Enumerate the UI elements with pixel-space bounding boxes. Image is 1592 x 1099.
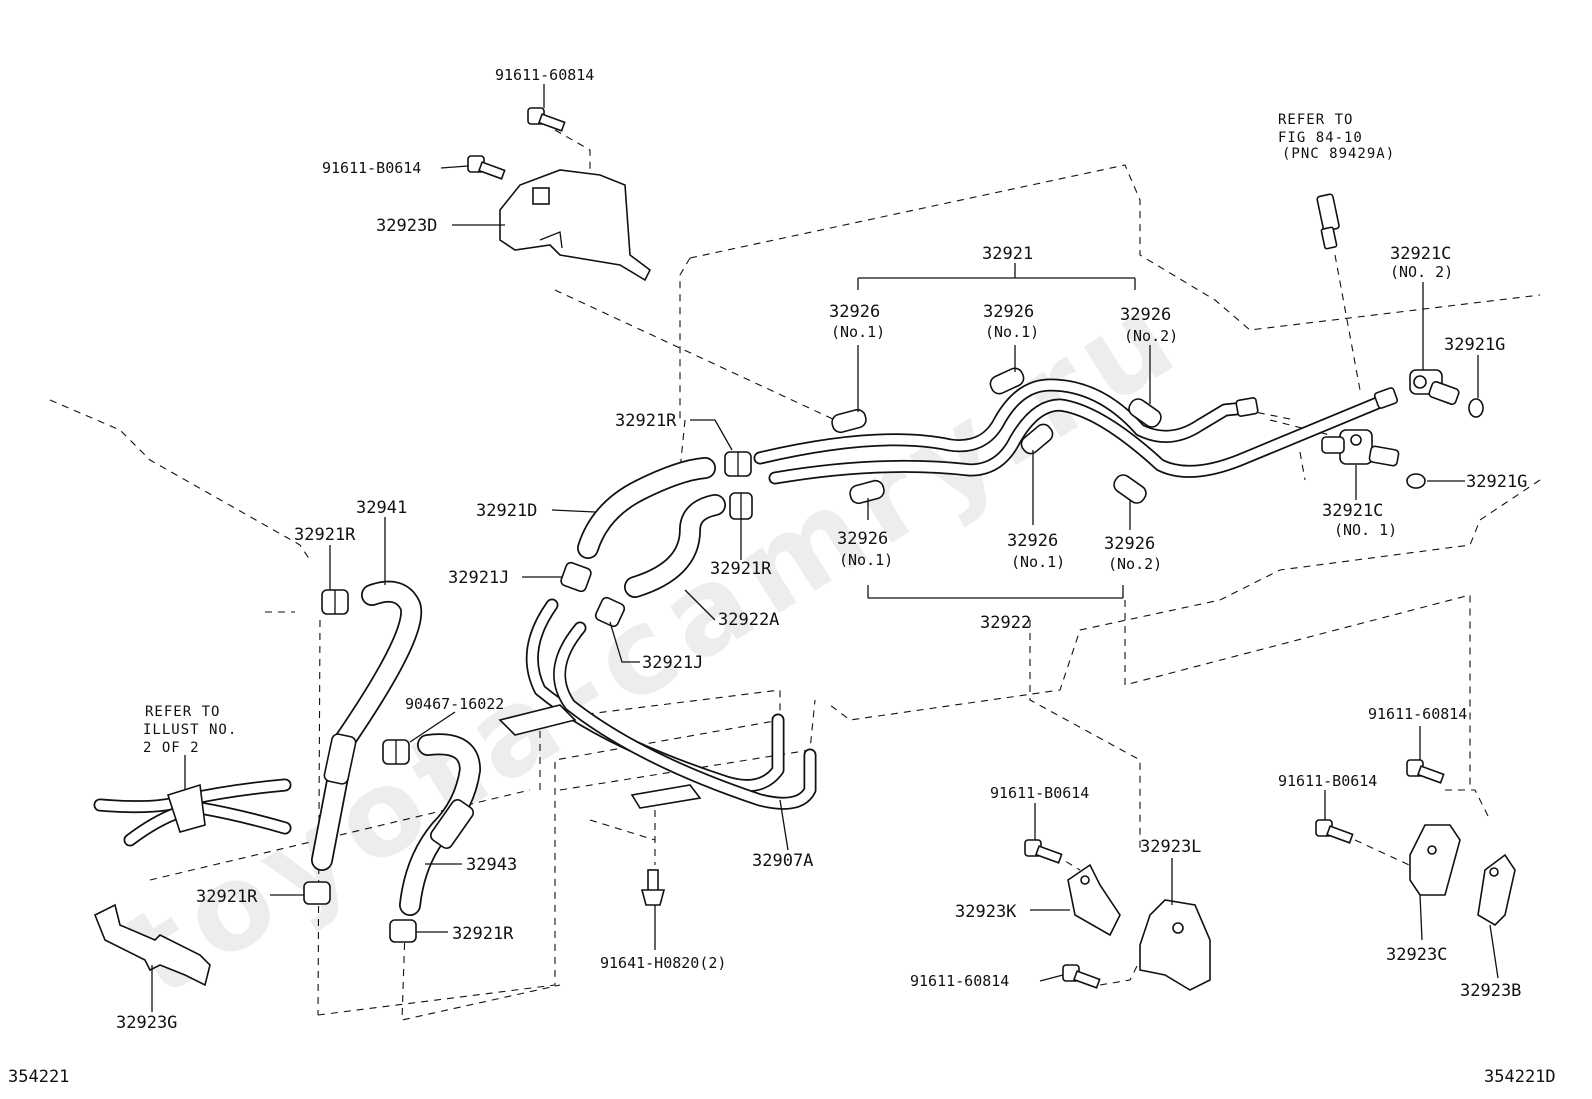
label-refer-illust-1: REFER TO bbox=[145, 704, 220, 720]
label-insulator-b2: 32926 bbox=[1007, 531, 1058, 551]
bracket-32923b bbox=[1477, 853, 1516, 927]
label-refer-illust-2: ILLUST NO. bbox=[143, 722, 237, 738]
label-clamp-r-bottom-mid: 32921R bbox=[452, 924, 514, 944]
bolt-91611-60814-mid bbox=[1062, 964, 1101, 989]
fuel-pipe-32921 bbox=[753, 378, 1252, 465]
label-refer-illust-3: 2 OF 2 bbox=[143, 740, 200, 756]
hose-32943 bbox=[399, 733, 481, 916]
label-refer-fig-2: FIG 84-10 bbox=[1278, 130, 1363, 146]
label-bracket-32923d: 32923D bbox=[376, 216, 437, 236]
union-32921c-no1 bbox=[1321, 429, 1400, 467]
hose-32921d bbox=[577, 457, 716, 559]
bracket-32923g bbox=[93, 903, 211, 987]
bolt-91611-60814-right bbox=[1406, 759, 1445, 784]
label-insulator-a1-note: (No.1) bbox=[831, 323, 885, 341]
label-hose-32941: 32941 bbox=[356, 498, 407, 518]
label-pipe-32921: 32921 bbox=[982, 244, 1033, 264]
label-pipe-32922: 32922 bbox=[980, 613, 1031, 633]
label-bolt-b0614-mid: 91611-B0614 bbox=[990, 784, 1089, 802]
gasket-32921g-right bbox=[1406, 473, 1426, 489]
bracket-32923l bbox=[1139, 899, 1211, 991]
reference-lines bbox=[149, 129, 1491, 1021]
label-insulator-a2-note: (No.1) bbox=[985, 323, 1039, 341]
hose-32941 bbox=[311, 580, 423, 871]
leader-lines bbox=[151, 84, 1499, 1012]
label-insulator-b2-note: (No.1) bbox=[1011, 553, 1065, 571]
label-insulator-b3: 32926 bbox=[1104, 534, 1155, 554]
label-gasket-g-top: 32921G bbox=[1444, 335, 1505, 355]
bracket-32923k bbox=[1067, 863, 1121, 937]
label-union-c2-note: (NO. 2) bbox=[1390, 263, 1453, 281]
clamp-32921j-mid bbox=[594, 596, 626, 628]
label-clamp-j-left: 32921J bbox=[448, 568, 509, 588]
bolt-91611-b0614-mid bbox=[1024, 839, 1063, 864]
label-bolt-60814-right: 91611-60814 bbox=[1368, 705, 1467, 723]
label-bolt-60814-mid: 91611-60814 bbox=[910, 972, 1009, 990]
diagram-code-right: 354221D bbox=[1484, 1067, 1556, 1087]
group-bracket-32922 bbox=[867, 585, 1124, 599]
pipe-fitting-upper bbox=[1235, 397, 1259, 417]
label-hose-a: 32922A bbox=[718, 610, 779, 630]
pipe-fitting-lower bbox=[1373, 387, 1399, 409]
label-clamp-r-bottom-left: 32921R bbox=[196, 887, 258, 907]
label-bolt-60814-top: 91611-60814 bbox=[495, 66, 594, 84]
label-clamp-r-left: 32921R bbox=[294, 525, 356, 545]
label-bracket-32923b: 32923B bbox=[1460, 981, 1521, 1001]
insulator-sleeves bbox=[831, 367, 1162, 505]
clamp-32921r-left bbox=[321, 589, 349, 615]
part-labels: 91611-60814 91611-B0614 32923D 32921 329… bbox=[8, 66, 1556, 1087]
hose-32922a bbox=[624, 494, 726, 598]
label-union-c2: 32921C bbox=[1390, 244, 1451, 264]
label-insulator-b3-note: (No.2) bbox=[1108, 555, 1162, 573]
label-insulator-b1-note: (No.1) bbox=[839, 551, 893, 569]
pipe-32907a bbox=[498, 598, 817, 810]
label-union-c1: 32921C bbox=[1322, 501, 1383, 521]
bracket-32923c bbox=[1409, 824, 1461, 896]
label-clamp-j-mid: 32921J bbox=[642, 653, 703, 673]
label-bracket-32923l: 32923L bbox=[1140, 837, 1201, 857]
bolt-91611-60814-top bbox=[527, 107, 566, 132]
body-outline bbox=[49, 399, 311, 613]
distributor-pipe-left bbox=[93, 778, 292, 847]
clamp-32921r-nut bbox=[382, 739, 410, 765]
bracket-32923d bbox=[499, 169, 652, 282]
label-insulator-a3-note: (No.2) bbox=[1124, 327, 1178, 345]
label-clamp-r-mid: 32921R bbox=[710, 559, 772, 579]
diagram-code-left: 354221 bbox=[8, 1067, 69, 1087]
label-bolt-b0614-right: 91611-B0614 bbox=[1278, 772, 1377, 790]
label-bolt-b0614-top: 91611-B0614 bbox=[322, 159, 421, 177]
label-union-c1-note: (NO. 1) bbox=[1334, 521, 1397, 539]
fuel-pipe-32922 bbox=[768, 395, 1387, 485]
label-insulator-a2: 32926 bbox=[983, 302, 1034, 322]
clamp-32921r-top bbox=[724, 451, 752, 477]
label-insulator-a1: 32926 bbox=[829, 302, 880, 322]
label-refer-fig-3: (PNC 89429A) bbox=[1282, 146, 1395, 162]
bolt-91611-b0614-right bbox=[1315, 819, 1354, 844]
group-bracket-32921 bbox=[857, 263, 1136, 290]
label-bracket-32923c: 32923C bbox=[1386, 945, 1447, 965]
label-insulator-b1: 32926 bbox=[837, 529, 888, 549]
clamp-32921r-mid bbox=[729, 492, 753, 520]
label-stud-91641: 91641-H0820(2) bbox=[600, 954, 726, 972]
label-hose-d: 32921D bbox=[476, 501, 537, 521]
label-bracket-32923g: 32923G bbox=[116, 1013, 177, 1033]
label-insulator-a3: 32926 bbox=[1120, 305, 1171, 325]
label-nut-90467: 90467-16022 bbox=[405, 695, 504, 713]
label-pipe-32907a: 32907A bbox=[752, 851, 813, 871]
label-gasket-g-right: 32921G bbox=[1466, 472, 1527, 492]
bolt-91611-b0614-top bbox=[467, 155, 506, 180]
clamp-32921j-left bbox=[560, 561, 592, 593]
clamp-32921r-bottom-left bbox=[303, 881, 331, 905]
pressure-sensor bbox=[1316, 193, 1340, 250]
label-bracket-32923k: 32923K bbox=[955, 902, 1017, 922]
gasket-32921g-top bbox=[1468, 398, 1484, 418]
union-32921c-no2 bbox=[1409, 369, 1460, 405]
label-clamp-r-top: 32921R bbox=[615, 411, 677, 431]
stud-91641-h0820 bbox=[640, 869, 666, 906]
label-refer-fig-1: REFER TO bbox=[1278, 112, 1353, 128]
clamp-32921r-bottom-mid bbox=[389, 919, 417, 943]
label-hose-32943: 32943 bbox=[466, 855, 517, 875]
